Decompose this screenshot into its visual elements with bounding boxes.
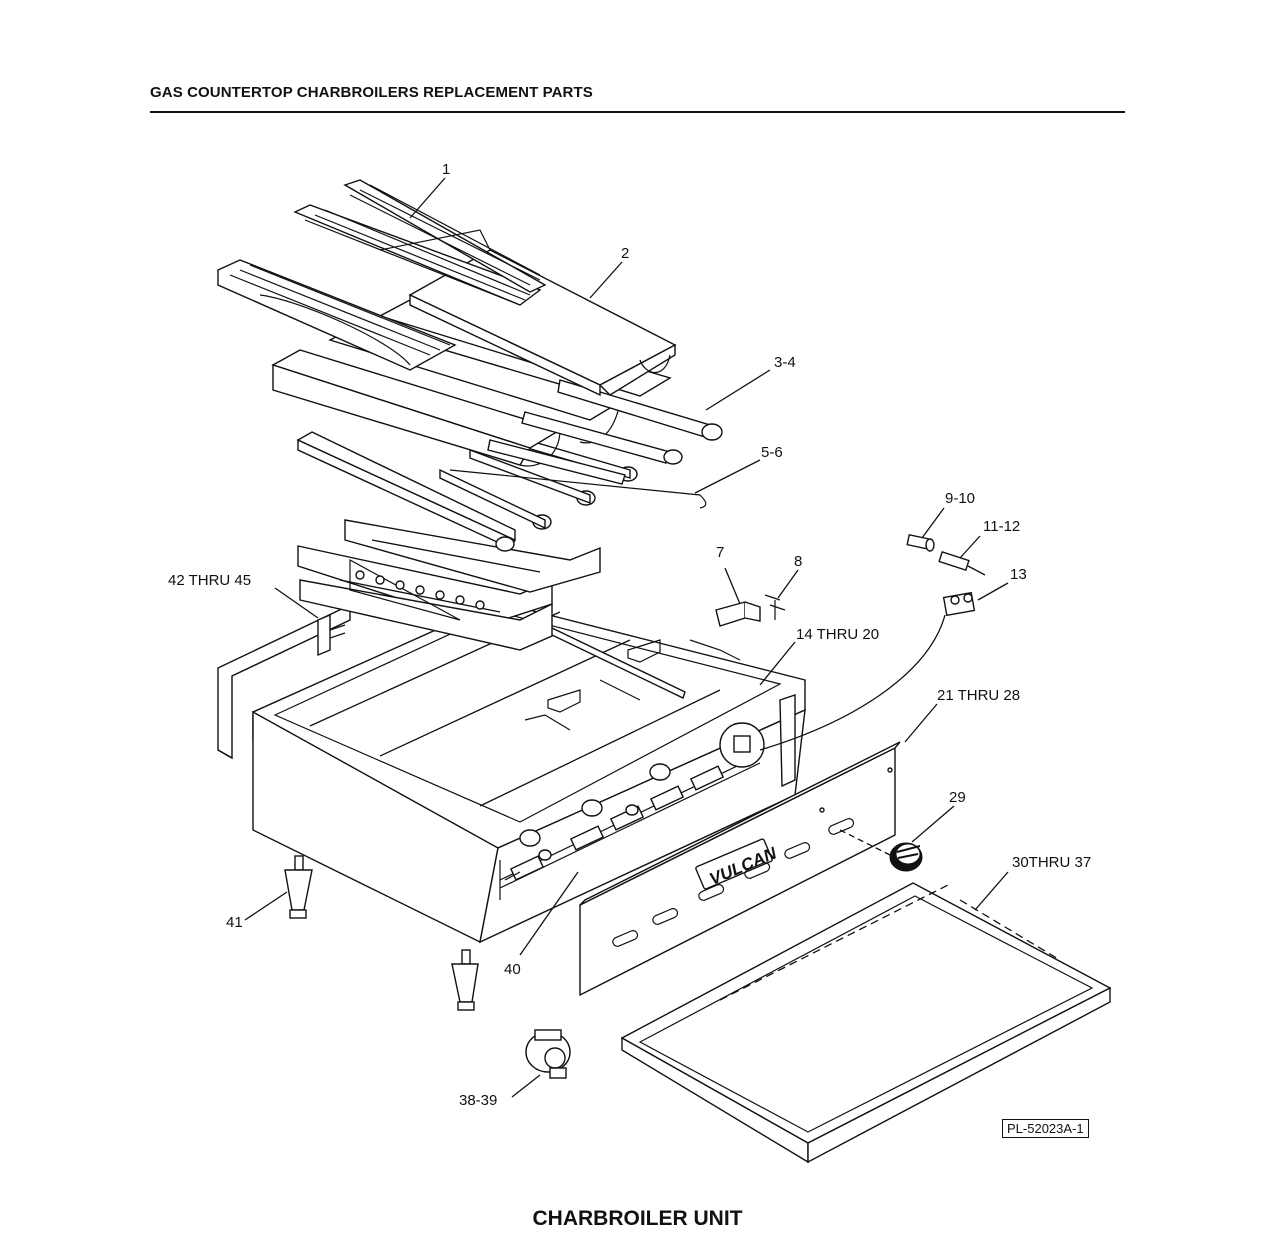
front-panel: VULCAN [579, 741, 901, 997]
page-header-title: GAS COUNTERTOP CHARBROILERS REPLACEMENT … [150, 84, 593, 101]
callout-42-thru-45: 42 THRU 45 [168, 572, 251, 589]
header-rule [150, 111, 1125, 113]
side-brackets-7-8 [715, 594, 786, 627]
drip-tray [620, 882, 1112, 1164]
burners-upper [487, 379, 723, 485]
callout-14-thru-20: 14 THRU 20 [796, 626, 879, 643]
control-knob [889, 842, 923, 872]
callout-9-10: 9-10 [945, 490, 975, 507]
callout-labels: 1 2 3-4 5-6 9-10 11-12 13 7 8 14 THRU 20… [168, 161, 1091, 1109]
callout-29: 29 [949, 789, 966, 806]
callout-13: 13 [1010, 566, 1027, 583]
callout-3-4: 3-4 [774, 354, 796, 371]
callout-2: 2 [621, 245, 629, 262]
pilot-parts [906, 533, 986, 617]
gas-valves [504, 722, 765, 881]
gas-regulator [525, 1029, 571, 1079]
callout-21-thru-28: 21 THRU 28 [937, 687, 1020, 704]
figure-caption: CHARBROILER UNIT [532, 1207, 743, 1230]
drawing-number: PL-52023A-1 [1002, 1119, 1089, 1138]
callout-30-thru-37: 30THRU 37 [1012, 854, 1091, 871]
callout-40: 40 [504, 961, 521, 978]
callout-11-12: 11-12 [983, 518, 1020, 535]
charbroiler-body [217, 601, 806, 944]
burners-lower [296, 431, 638, 552]
callout-41: 41 [226, 914, 243, 931]
callout-38-39: 38-39 [459, 1092, 497, 1109]
callout-8: 8 [794, 553, 802, 570]
legs [284, 855, 479, 1011]
burner-bracket [317, 613, 346, 657]
heat-deflectors [297, 519, 601, 651]
callout-5-6: 5-6 [761, 444, 783, 461]
leader-lines [244, 177, 1009, 1098]
callout-1: 1 [442, 161, 450, 178]
callout-7: 7 [716, 544, 724, 561]
top-grates [217, 179, 547, 371]
